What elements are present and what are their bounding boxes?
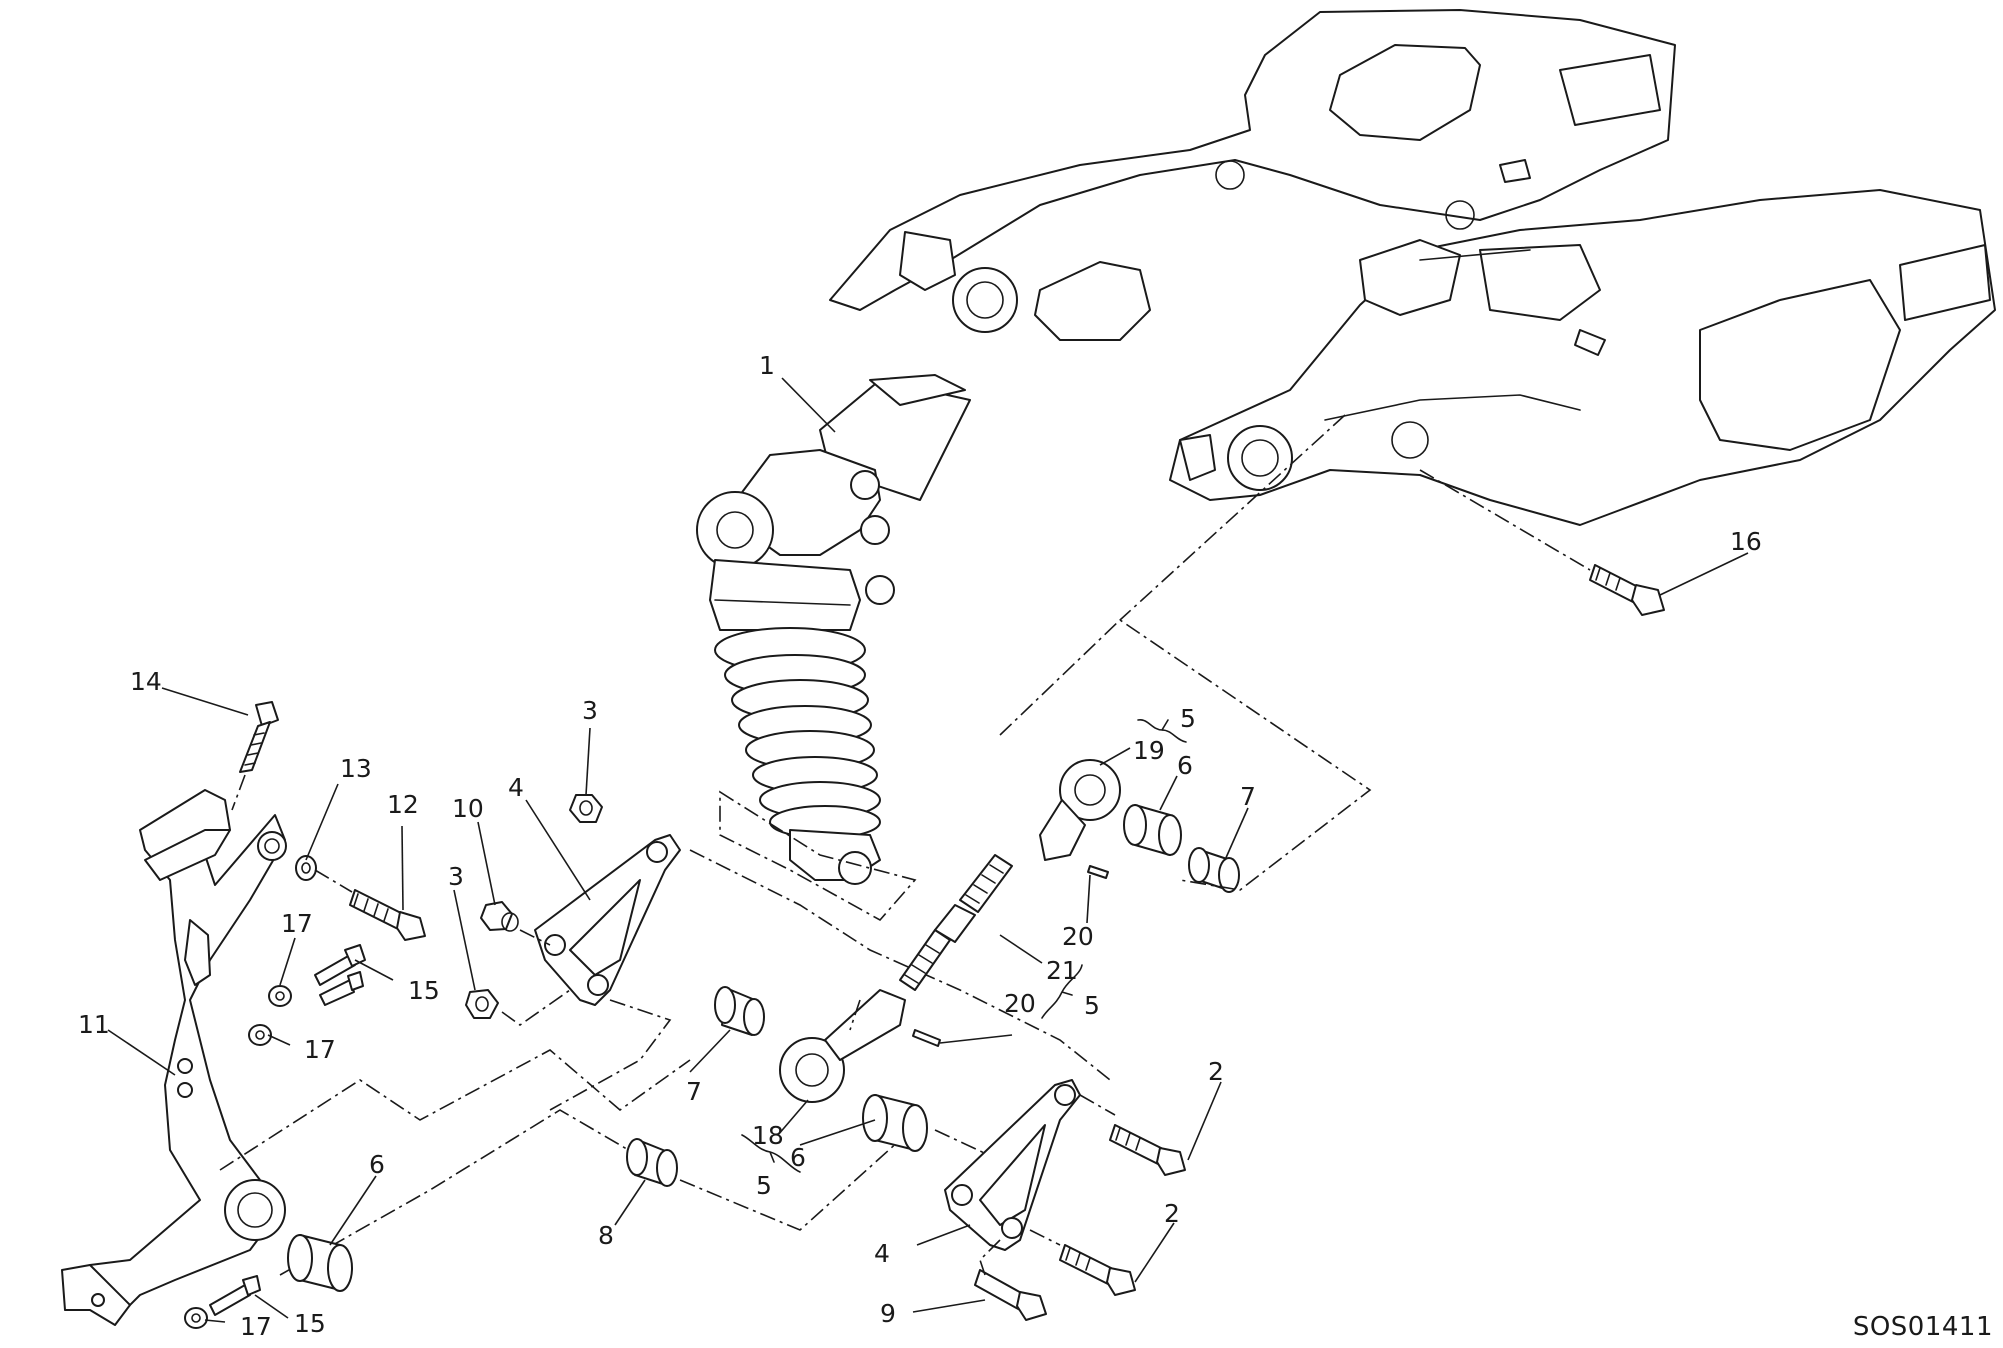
callout-2-upper: 2 — [1208, 1057, 1224, 1086]
link-plate-upper — [534, 834, 681, 1006]
callout-11: 11 — [78, 1010, 110, 1039]
swingarm-link-axis — [1119, 414, 1346, 621]
nut-3-upper — [569, 794, 603, 823]
callout-4-lower: 4 — [874, 1239, 890, 1268]
bracket-lower-path — [279, 1109, 901, 1276]
bushing-7-left — [714, 986, 765, 1036]
shock-absorber — [696, 374, 971, 885]
callout-17-lower: 17 — [240, 1312, 272, 1341]
callout-labels: 1 2 2 3 3 4 4 5 5 5 6 6 6 7 7 8 9 10 11 … — [78, 351, 1762, 1341]
bolt-14 — [239, 701, 279, 773]
callout-14: 14 — [130, 667, 162, 696]
tie-rod-upper-eye-19 — [1039, 759, 1121, 861]
bolt-2-lower — [1059, 1244, 1136, 1296]
callout-1: 1 — [759, 351, 775, 380]
pin-20-lower — [912, 1029, 941, 1047]
callout-3-lower: 3 — [448, 862, 464, 891]
callout-2-lower: 2 — [1164, 1199, 1180, 1228]
pin-20-upper — [1087, 865, 1109, 879]
callout-3-upper: 3 — [582, 696, 598, 725]
bolt-15-upper — [314, 944, 366, 1006]
frame-bracket — [61, 789, 287, 1326]
washer-17-lower — [184, 1307, 208, 1329]
bolt-16 — [1589, 564, 1665, 616]
tie-rod-upper-box — [999, 618, 1372, 891]
callout-5-lower: 5 — [756, 1171, 772, 1200]
bushing-7-right — [1188, 847, 1240, 893]
callout-15-upper: 15 — [408, 976, 440, 1005]
swingarm — [829, 9, 1996, 526]
callout-19: 19 — [1133, 736, 1165, 765]
bolt-12-axis — [314, 869, 353, 893]
callout-21: 21 — [1046, 956, 1078, 985]
link-plate-upper-axis-2 — [549, 999, 672, 1111]
callout-6-middle: 6 — [790, 1143, 806, 1172]
callout-17-upper: 17 — [281, 909, 313, 938]
callout-12: 12 — [387, 790, 419, 819]
bolt-9 — [974, 1269, 1047, 1321]
bushing-8 — [626, 1138, 678, 1187]
callout-17-middle: 17 — [304, 1035, 336, 1064]
kit-5-brace-lower — [741, 1134, 801, 1173]
callout-10: 10 — [452, 794, 484, 823]
callout-5-middle: 5 — [1084, 991, 1100, 1020]
callout-6-lower: 6 — [369, 1150, 385, 1179]
bolt-14-axis — [231, 774, 246, 811]
callout-16: 16 — [1730, 527, 1762, 556]
kit-5-brace-middle — [1041, 964, 1083, 1019]
link-plate-lower-axis — [979, 1094, 1116, 1276]
nut-10 — [480, 901, 519, 932]
drawing-code: SOS01411 — [1852, 1312, 1993, 1342]
kit-5-brace-upper — [1137, 719, 1187, 743]
tie-rod-lower-eye-18 — [779, 989, 906, 1103]
bolt-16-axis — [1419, 469, 1591, 571]
bolt-15-lower — [209, 1275, 261, 1316]
callout-5-upper: 5 — [1180, 704, 1196, 733]
callout-7-right: 7 — [1240, 782, 1256, 811]
bracket-to-bearing-path — [219, 1049, 691, 1171]
washer-13 — [295, 855, 317, 881]
bolt-2-upper — [1109, 1124, 1186, 1176]
leader-lines — [107, 377, 1749, 1323]
bearing-6-mid — [862, 1094, 928, 1152]
callout-18: 18 — [752, 1121, 784, 1150]
callout-9: 9 — [880, 1299, 896, 1328]
tie-rod-lower-box — [849, 999, 1046, 1166]
shock-clevis-box — [719, 790, 917, 922]
bearing-6-upper — [1123, 804, 1182, 856]
link-plate-lower — [944, 1079, 1081, 1251]
callout-15-lower: 15 — [294, 1309, 326, 1338]
callout-20-upper: 20 — [1062, 922, 1094, 951]
nut-3-lower — [465, 989, 499, 1019]
callout-20-lower: 20 — [1004, 989, 1036, 1018]
callout-8: 8 — [598, 1221, 614, 1250]
tie-rod-threaded-rod-21 — [899, 854, 1013, 991]
callout-7-left: 7 — [686, 1077, 702, 1106]
callout-6-upper: 6 — [1177, 751, 1193, 780]
callout-13: 13 — [340, 754, 372, 783]
washer-17-upper — [248, 985, 292, 1046]
callout-4-upper: 4 — [508, 773, 524, 802]
bearing-6-lower — [287, 1234, 353, 1292]
bolt-12 — [349, 889, 426, 941]
